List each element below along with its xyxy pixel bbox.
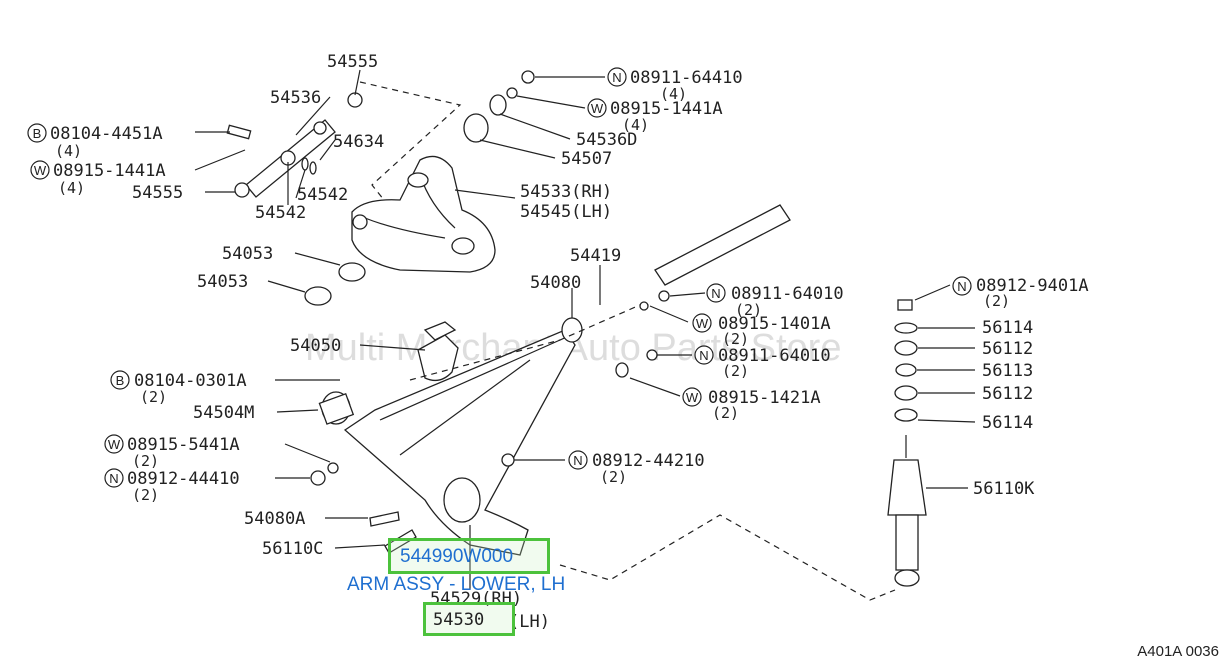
svg-text:B: B bbox=[33, 126, 42, 141]
shock-body-part[interactable] bbox=[887, 459, 927, 516]
part-label[interactable]: 56112 bbox=[982, 339, 1033, 359]
lh-part-number[interactable]: 54530 bbox=[433, 610, 485, 630]
part-label[interactable]: 08912-44410 bbox=[127, 469, 240, 489]
qty-label: (2) bbox=[983, 292, 1010, 310]
part-label[interactable]: 56114 bbox=[982, 318, 1033, 338]
shock-absorber-group bbox=[887, 299, 927, 587]
part-label[interactable]: 08911-64010 bbox=[718, 346, 831, 366]
bolt-marker-icon bbox=[110, 370, 130, 390]
part-label[interactable]: 54555 bbox=[132, 183, 183, 203]
svg-text:N: N bbox=[612, 70, 621, 85]
part-label[interactable]: 54507 bbox=[561, 149, 612, 169]
qty-label: (2) bbox=[132, 452, 159, 470]
svg-text:W: W bbox=[108, 437, 121, 452]
svg-text:N: N bbox=[711, 286, 720, 301]
lh-part-highlight[interactable]: 54530 bbox=[423, 602, 515, 636]
washer-marker-icon bbox=[692, 313, 712, 333]
qty-label: (4) bbox=[622, 116, 649, 134]
qty-label: (2) bbox=[140, 388, 167, 406]
selected-part-number[interactable]: 544990W000 bbox=[400, 546, 514, 567]
qty-label: (2) bbox=[722, 362, 749, 380]
rubber-block-part[interactable] bbox=[417, 334, 459, 382]
selected-part-description: ARM ASSY - LOWER, LH bbox=[347, 574, 566, 595]
strut-rod-part[interactable] bbox=[654, 204, 791, 286]
part-label[interactable]: 08911-64410 bbox=[630, 68, 743, 88]
part-label[interactable]: 56110C bbox=[262, 539, 323, 559]
part-label[interactable]: 54634 bbox=[333, 132, 384, 152]
part-label[interactable]: 08912-44210 bbox=[592, 451, 705, 471]
nut-marker-icon bbox=[568, 450, 588, 470]
part-label[interactable]: 54536 bbox=[270, 88, 321, 108]
qty-label: (4) bbox=[55, 142, 82, 160]
part-label[interactable]: 54080A bbox=[244, 509, 305, 529]
svg-text:B: B bbox=[116, 373, 125, 388]
nut-marker-icon bbox=[607, 67, 627, 87]
bolt-marker-icon bbox=[27, 123, 47, 143]
qty-label: (4) bbox=[58, 179, 85, 197]
svg-text:W: W bbox=[686, 390, 699, 405]
part-label: (LH) bbox=[509, 612, 550, 632]
part-label[interactable]: 08104-0301A bbox=[134, 371, 247, 391]
washer-marker-icon bbox=[104, 434, 124, 454]
nut-marker-icon bbox=[952, 276, 972, 296]
washer-marker-icon bbox=[587, 98, 607, 118]
part-label[interactable]: 54053 bbox=[197, 272, 248, 292]
upper-arm-group bbox=[226, 70, 535, 306]
part-label[interactable]: 08915-1401A bbox=[718, 314, 831, 334]
qty-label: (2) bbox=[600, 468, 627, 486]
qty-label: (2) bbox=[735, 301, 762, 319]
part-label[interactable]: 08915-5441A bbox=[127, 435, 240, 455]
part-label[interactable]: 56113 bbox=[982, 361, 1033, 381]
nut-marker-icon bbox=[706, 283, 726, 303]
part-label[interactable]: 54545(LH) bbox=[520, 202, 612, 222]
svg-text:W: W bbox=[34, 163, 47, 178]
qty-label: (2) bbox=[722, 330, 749, 348]
washer-marker-icon bbox=[30, 160, 50, 180]
part-label[interactable]: 54504M bbox=[193, 403, 254, 423]
svg-text:N: N bbox=[573, 453, 582, 468]
qty-label: (2) bbox=[132, 486, 159, 504]
part-label[interactable]: 54542 bbox=[297, 185, 348, 205]
part-label[interactable]: 54555 bbox=[327, 52, 378, 72]
svg-text:W: W bbox=[696, 316, 709, 331]
part-labels: 54555 54536 54634 08104-4451A (4) 08915-… bbox=[50, 52, 1089, 632]
part-label[interactable]: 08104-4451A bbox=[50, 124, 163, 144]
circle-markers: B W N W N W N W B W N N N bbox=[27, 67, 972, 488]
part-label[interactable]: 56114 bbox=[982, 413, 1033, 433]
svg-text:N: N bbox=[109, 471, 118, 486]
part-label[interactable]: 08915-1441A bbox=[53, 161, 166, 181]
part-label[interactable]: 54536D bbox=[576, 130, 637, 150]
qty-label: (2) bbox=[712, 404, 739, 422]
part-label[interactable]: 54053 bbox=[222, 244, 273, 264]
diagram-code: A401A 0036 bbox=[1137, 643, 1219, 660]
washer-marker-icon bbox=[682, 387, 702, 407]
svg-text:N: N bbox=[699, 348, 708, 363]
svg-text:N: N bbox=[957, 279, 966, 294]
part-label[interactable]: 08912-9401A bbox=[976, 276, 1089, 296]
nut-marker-icon bbox=[104, 468, 124, 488]
part-label[interactable]: 08915-1441A bbox=[610, 99, 723, 119]
part-label[interactable]: 56112 bbox=[982, 384, 1033, 404]
part-label[interactable]: 54419 bbox=[570, 246, 621, 266]
qty-label: (4) bbox=[660, 85, 687, 103]
part-label[interactable]: 54050 bbox=[290, 336, 341, 356]
part-label[interactable]: 08915-1421A bbox=[708, 388, 821, 408]
selected-part-highlight[interactable]: 544990W000 bbox=[388, 538, 550, 574]
lower-arm-group bbox=[310, 204, 896, 601]
leader-lines bbox=[194, 69, 976, 590]
nut-marker-icon bbox=[694, 345, 714, 365]
part-label[interactable]: 08911-64010 bbox=[731, 284, 844, 304]
part-label[interactable]: 54542 bbox=[255, 203, 306, 223]
svg-text:W: W bbox=[591, 101, 604, 116]
part-label[interactable]: 54080 bbox=[530, 273, 581, 293]
lower-arm-part[interactable] bbox=[343, 329, 576, 556]
part-label[interactable]: 56110K bbox=[973, 479, 1035, 499]
part-label[interactable]: 54533(RH) bbox=[520, 182, 612, 202]
